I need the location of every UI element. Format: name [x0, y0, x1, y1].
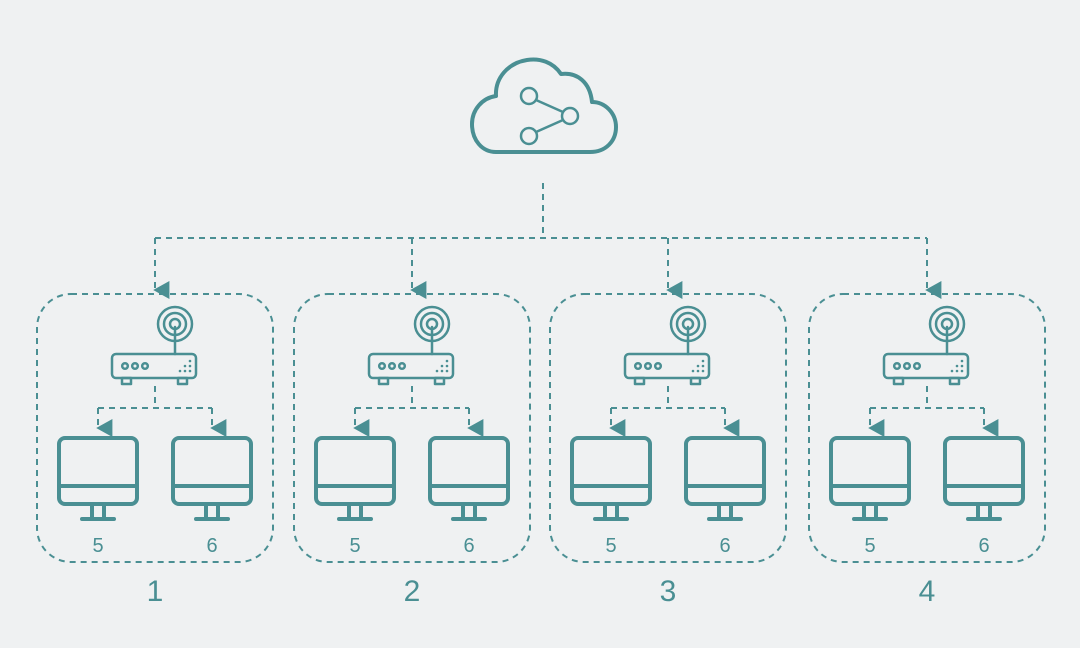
computer-label: 5	[605, 535, 616, 557]
computer-label: 5	[864, 535, 875, 557]
computer-label: 5	[349, 535, 360, 557]
group-container	[808, 293, 1046, 563]
network-group-4: 5 6 4	[808, 238, 1046, 608]
wireless-router-icon	[367, 305, 455, 386]
network-group-2: 5 6 2	[293, 238, 531, 608]
group-container	[36, 293, 274, 563]
monitor-icon	[314, 436, 396, 521]
group-container	[549, 293, 787, 563]
group-container	[293, 293, 531, 563]
monitor-icon	[57, 436, 139, 521]
monitor-icon	[171, 436, 253, 521]
group-label: 4	[919, 575, 936, 608]
computer-label: 6	[463, 535, 474, 557]
group-label: 2	[404, 575, 421, 608]
monitor-icon	[829, 436, 911, 521]
computer-label: 6	[978, 535, 989, 557]
group-label: 1	[147, 575, 164, 608]
monitor-icon	[684, 436, 766, 521]
computer-label: 6	[206, 535, 217, 557]
wireless-router-icon	[110, 305, 198, 386]
network-group-3: 5 6 3	[549, 238, 787, 608]
monitor-icon	[428, 436, 510, 521]
network-group-1: 5 6 1	[36, 238, 274, 608]
wireless-router-icon	[623, 305, 711, 386]
cloud-share-icon	[470, 57, 618, 154]
monitor-icon	[943, 436, 1025, 521]
group-label: 3	[660, 575, 677, 608]
monitor-icon	[570, 436, 652, 521]
computer-label: 6	[719, 535, 730, 557]
wireless-router-icon	[882, 305, 970, 386]
computer-label: 5	[92, 535, 103, 557]
